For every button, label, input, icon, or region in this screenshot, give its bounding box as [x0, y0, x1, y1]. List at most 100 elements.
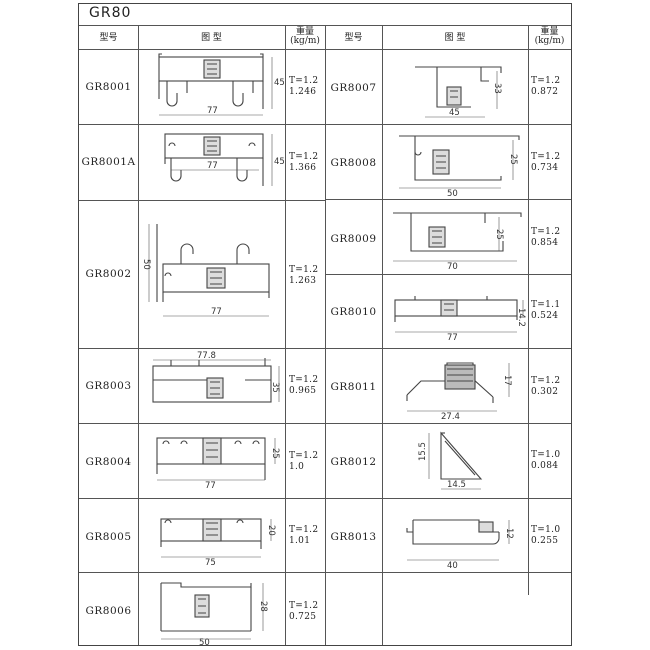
header-figure: 图 型	[444, 33, 466, 43]
model-gr8013: GR8013	[330, 531, 377, 543]
dim-height: 17	[502, 375, 512, 386]
model-gr8012: GR8012	[330, 456, 377, 468]
header-weight: 重量 (kg/m)	[285, 28, 325, 46]
dim-width: 77	[211, 307, 222, 317]
weight-gr8001a: T=1.2 1.366	[289, 152, 318, 174]
right-row-divider	[325, 572, 571, 573]
weight-value: 1.366	[289, 163, 317, 173]
center-divider	[325, 25, 326, 645]
thickness: T=1.2	[531, 76, 561, 86]
dim-width: 70	[447, 262, 458, 272]
weight-value: 0.854	[531, 238, 559, 248]
header-model: 型号	[99, 33, 118, 43]
header-weight-label: 重量	[540, 27, 559, 37]
thickness: T=1.0	[531, 525, 561, 535]
dim-height: 33	[492, 83, 502, 94]
dim-width: 77.8	[197, 351, 216, 361]
dim-height: 20	[266, 525, 276, 536]
model-gr8001a: GR8001A	[81, 156, 136, 168]
left-row-divider	[79, 124, 325, 125]
dim-width: 75	[205, 558, 216, 568]
dim-width: 50	[199, 638, 210, 648]
left-row-divider	[79, 423, 325, 424]
dim-width: 27.4	[441, 412, 460, 422]
dim-height: 25	[508, 154, 518, 165]
header-weight-label: 重量	[295, 27, 314, 37]
dim-width: 77	[207, 106, 218, 116]
profile-drawing-gr8006: 50 28	[160, 582, 268, 648]
dim-height: 45	[274, 78, 285, 88]
profile-drawing-gr8005: 75 20	[160, 518, 276, 568]
thickness: T=1.2	[289, 601, 319, 611]
weight-value: 0.734	[531, 163, 559, 173]
weight-value: 1.01	[289, 536, 311, 546]
model-gr8007: GR8007	[330, 82, 377, 94]
right-row-divider	[325, 423, 571, 424]
weight-gr8004: T=1.2 1.0	[289, 451, 318, 473]
thickness: T=1.2	[289, 525, 319, 535]
dim-width: 45	[449, 108, 460, 118]
thickness: T=1.2	[289, 76, 319, 86]
dim-width: 77	[207, 161, 218, 171]
model-gr8011: GR8011	[330, 381, 377, 393]
series-title: GR80	[89, 5, 132, 21]
dim-height: 50	[141, 259, 151, 270]
weight-gr8008: T=1.2 0.734	[531, 152, 560, 174]
weight-gr8013: T=1.0 0.255	[531, 525, 560, 547]
left-model-divider	[138, 25, 139, 645]
weight-value: 1.263	[289, 276, 317, 286]
model-gr8002: GR8002	[85, 268, 132, 280]
weight-gr8012: T=1.0 0.084	[531, 450, 560, 472]
weight-gr8002: T=1.2 1.263	[289, 265, 318, 287]
weight-gr8011: T=1.2 0.302	[531, 376, 560, 398]
weight-value: 1.246	[289, 87, 317, 97]
dim-height: 12	[504, 528, 514, 539]
weight-gr8007: T=1.2 0.872	[531, 76, 560, 98]
profile-drawing-gr8010: 77 14.2	[394, 296, 526, 343]
weight-gr8006: T=1.2 0.725	[289, 601, 318, 623]
model-gr8009: GR8009	[330, 233, 377, 245]
dim-width: 77	[205, 481, 216, 491]
right-row-divider	[325, 348, 571, 349]
weight-value: 0.872	[531, 87, 559, 97]
dim-height: 28	[258, 601, 268, 612]
model-gr8006: GR8006	[85, 605, 132, 617]
profile-drawing-gr8002: 50 77	[141, 224, 270, 317]
dim-height: 35	[270, 382, 280, 393]
weight-value: 0.524	[531, 311, 559, 321]
weight-gr8003: T=1.2 0.965	[289, 375, 318, 397]
model-gr8008: GR8008	[330, 157, 377, 169]
right-model-divider	[382, 25, 383, 645]
dim-height: 25	[270, 448, 280, 459]
profile-drawing-gr8012: 14.5 15.5	[418, 431, 483, 490]
thickness: T=1.0	[531, 450, 561, 460]
model-gr8005: GR8005	[85, 531, 132, 543]
thickness: T=1.1	[531, 300, 561, 310]
profile-drawing-gr8001: 77 45	[158, 53, 285, 116]
profile-drawing-gr8003: 77.8 35	[152, 351, 280, 403]
weight-value: 0.302	[531, 387, 559, 397]
left-row-divider	[79, 348, 325, 349]
catalog-sheet: GR80 型号 图 型 重量 (kg/m) 型号 图 型 重量 (kg/m) G…	[78, 3, 572, 648]
weight-gr8009: T=1.2 0.854	[531, 227, 560, 249]
thickness: T=1.2	[289, 375, 319, 385]
header-figure: 图 型	[201, 33, 222, 43]
dim-height: 25	[494, 229, 504, 240]
dim-width: 14.5	[447, 480, 466, 490]
model-gr8004: GR8004	[85, 456, 132, 468]
profile-drawing-gr8001a: 77 45	[164, 133, 285, 186]
thickness: T=1.2	[289, 265, 319, 275]
right-row-divider	[325, 199, 571, 200]
right-row-divider	[325, 124, 571, 125]
dim-width: 40	[447, 561, 458, 571]
weight-gr8010: T=1.1 0.524	[531, 300, 560, 322]
profile-drawing-gr8007: 45 33	[415, 66, 502, 118]
dim-width: 50	[447, 189, 458, 199]
profile-drawing-gr8004: 77 25	[156, 437, 280, 491]
left-row-divider	[79, 572, 325, 573]
header-weight-unit: (kg/m)	[290, 36, 320, 46]
left-row-divider	[79, 498, 325, 499]
thickness: T=1.2	[531, 227, 561, 237]
weight-gr8001: T=1.2 1.246	[289, 76, 318, 98]
thickness: T=1.2	[531, 376, 561, 386]
